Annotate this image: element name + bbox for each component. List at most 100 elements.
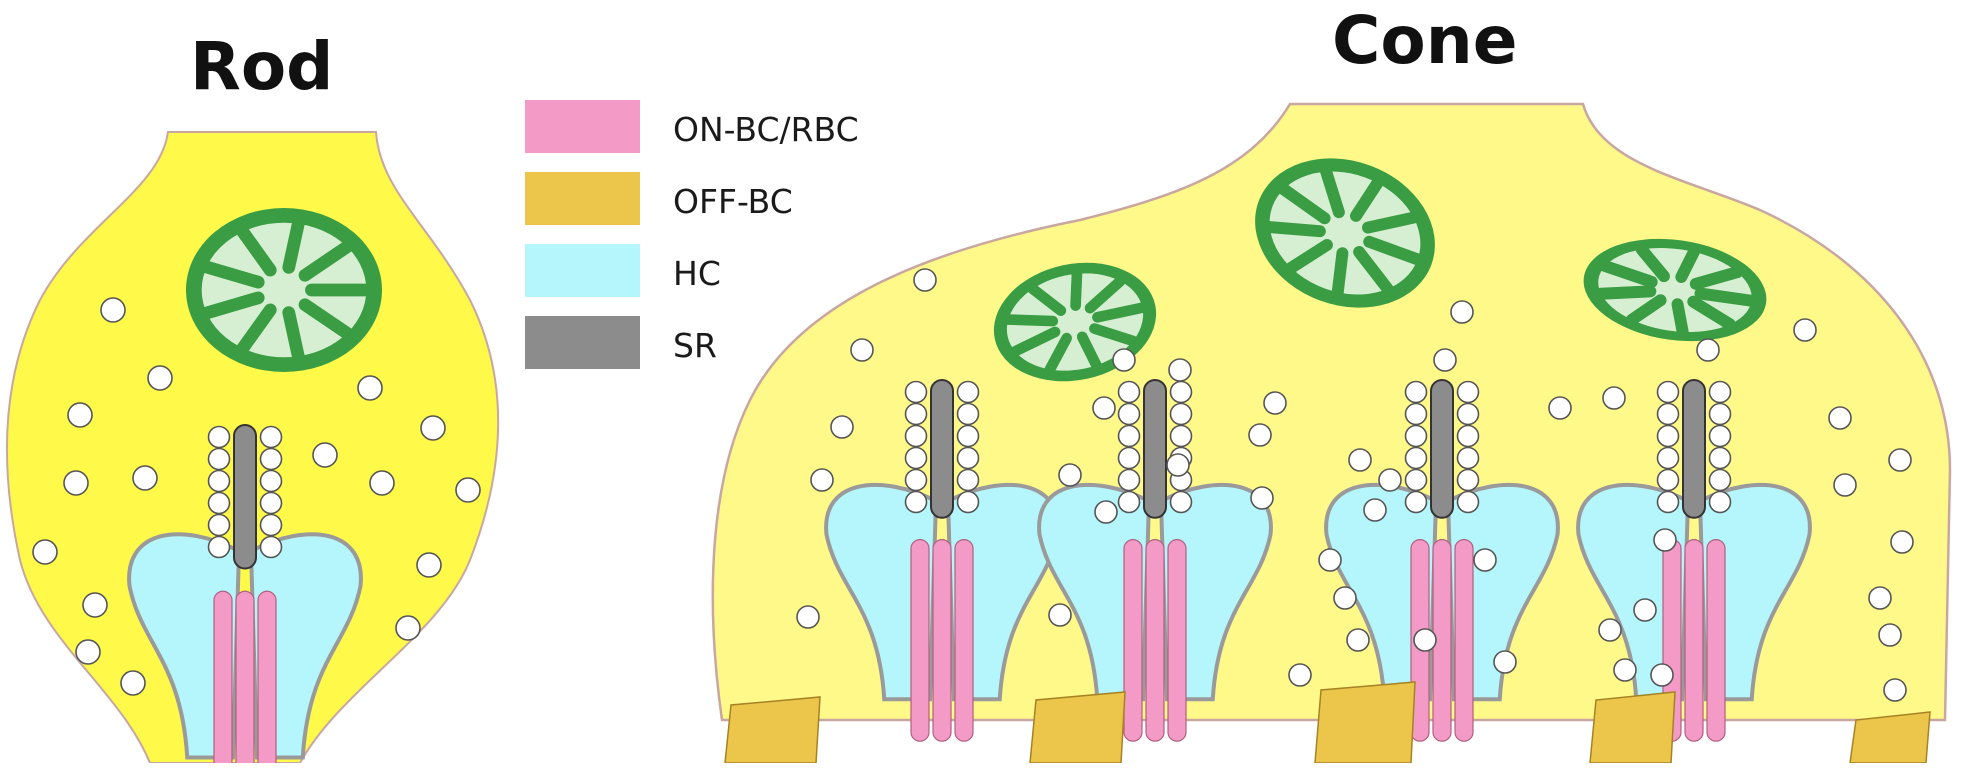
vesicle [67,402,93,428]
vesicle [63,470,89,496]
vesicle [420,415,446,441]
vesicle [913,268,937,292]
vesicle [132,465,158,491]
on-bipolar-dendrite [932,538,952,742]
crista [282,306,305,363]
vesicle [416,552,442,578]
vesicle [1117,468,1141,492]
vesicle [1656,446,1680,470]
crista [1084,275,1126,314]
vesicle [1633,598,1657,622]
vesicle [259,469,283,493]
vesicle [1456,402,1480,426]
mitochondrion [1583,238,1767,342]
horizontal-cell-process [248,532,363,760]
vesicle [1656,468,1680,492]
crista [1320,165,1345,219]
crista [236,225,277,277]
vesicle [1493,650,1517,674]
vesicle [1828,406,1852,430]
crista [1675,245,1700,283]
synaptic-ribbon [233,424,257,570]
vesicle [100,297,126,323]
vesicle [1250,486,1274,510]
vesicle [1613,658,1637,682]
vesicle [1404,468,1428,492]
vesicle [904,402,928,426]
on-bipolar-dendrite [1454,538,1474,742]
vesicle [1696,338,1720,362]
crista [1076,331,1102,371]
vesicle [1169,490,1193,514]
crista [1635,243,1670,283]
rod-title: Rod [190,28,334,105]
vesicle [1169,380,1193,404]
vesicle [1248,423,1272,447]
vesicle [810,468,834,492]
crista [1689,266,1744,290]
mitochondrion [1255,158,1435,308]
crista [1092,302,1148,323]
vesicle [1456,468,1480,492]
on-bipolar-dendrite [910,538,930,742]
vesicle [1653,528,1677,552]
off-bipolar-dendrite [1589,691,1676,764]
crista [1671,298,1689,338]
vesicle [120,670,146,696]
crista [1694,287,1758,307]
vesicle [1708,424,1732,448]
vesicle [82,592,108,618]
vesicle [259,425,283,449]
vesicle [904,490,928,514]
vesicle [1348,448,1372,472]
vesicle [1112,348,1136,372]
vesicle [956,424,980,448]
on-bipolar-dendrite [1145,538,1165,742]
horizontal-cell-process [1158,482,1273,702]
vesicle [369,470,395,496]
synaptic-ribbon [1430,379,1454,519]
horizontal-cell-process [127,532,242,760]
vesicle [207,469,231,493]
vesicle [1288,663,1312,687]
crista [1595,285,1657,300]
crista [298,240,354,282]
crista [1277,183,1331,225]
legend-swatch-sr [525,316,640,369]
vesicle [1433,348,1457,372]
vesicle [956,446,980,470]
off-bipolar-dendrite [1849,711,1931,764]
vesicle [1092,396,1116,420]
legend-label-off-bc: OFF-BC [673,182,793,221]
vesicle [904,468,928,492]
synaptic-ribbon [1143,379,1167,519]
vesicle [259,491,283,515]
mitochondrion [993,262,1157,382]
vesicle [1333,586,1357,610]
vesicle [1117,380,1141,404]
vesicle [259,513,283,537]
vesicle [1656,490,1680,514]
vesicle [1094,500,1118,524]
crista [1002,314,1059,327]
vesicle [1793,318,1817,342]
vesicle [1413,628,1437,652]
vesicle [850,338,874,362]
vesicle [1598,618,1622,642]
synaptic-ribbon [1682,379,1706,519]
vesicle [1656,402,1680,426]
on-bipolar-dendrite [1123,538,1143,742]
vesicle [1656,424,1680,448]
vesicle [1263,391,1287,415]
vesicle [1890,530,1914,554]
vesicle [830,415,854,439]
vesicle [904,380,928,404]
synaptic-ribbon [930,379,954,519]
vesicle [1708,446,1732,470]
vesicle [32,539,58,565]
vesicle [259,535,283,559]
vesicle [796,605,820,629]
vesicle [312,442,338,468]
crista [282,217,305,274]
